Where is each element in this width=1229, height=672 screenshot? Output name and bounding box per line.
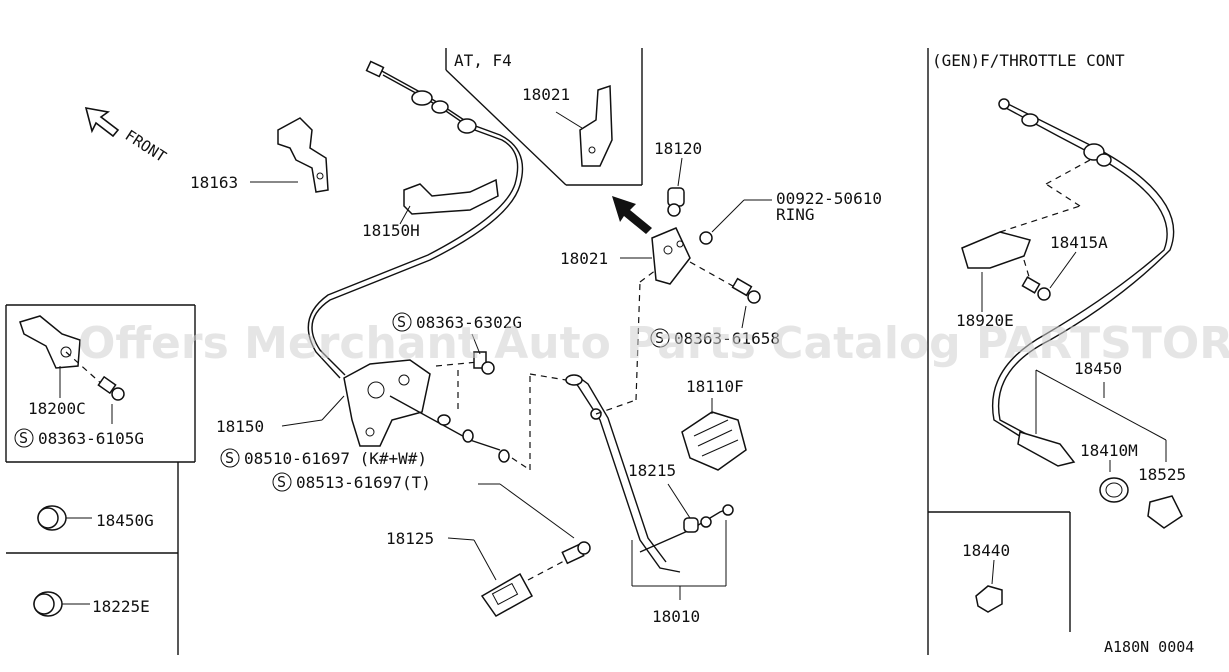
bracket-18021-inset xyxy=(579,84,613,167)
label-18215: 18215 xyxy=(628,461,676,480)
label-08363-6105g: S 08363-6105G xyxy=(14,428,144,448)
label-18440: 18440 xyxy=(962,541,1010,560)
label-18150: 18150 xyxy=(216,417,264,436)
nut-18410m xyxy=(1099,477,1129,503)
label-18225e: 18225E xyxy=(92,597,150,616)
bolt-08363-61658 xyxy=(689,261,761,304)
clip-18525 xyxy=(1147,495,1183,529)
bracket-18200c xyxy=(19,315,125,401)
label-at-f4: AT, F4 xyxy=(454,51,512,70)
label-18410m: 18410M xyxy=(1080,441,1138,460)
label-00922-50610: 00922-50610 xyxy=(776,189,882,208)
bracket-18163 xyxy=(277,117,329,193)
label-08513-61697-text: 08513-61697(T) xyxy=(296,473,431,492)
plug-18440 xyxy=(975,585,1003,613)
diagram-code: A180N 0004 xyxy=(1104,638,1194,656)
front-arrow-icon xyxy=(84,106,120,138)
pedal-pad-18110f xyxy=(681,411,747,471)
section-borders xyxy=(5,48,1071,655)
label-throttle-section: (GEN)F/THROTTLE CONT xyxy=(932,51,1125,70)
bolt-18415a xyxy=(1021,259,1051,301)
stopper-18125 xyxy=(480,541,591,617)
label-18415a: 18415A xyxy=(1050,233,1108,252)
label-18021: 18021 xyxy=(560,249,608,268)
s-mark: S xyxy=(19,429,28,447)
label-08510-61697-text: 08510-61697 (K#+W#) xyxy=(244,449,427,468)
spring-18120 xyxy=(667,187,685,217)
label-18525: 18525 xyxy=(1138,465,1186,484)
throttle-cable xyxy=(992,98,1175,467)
label-08363-6105g-text: 08363-6105G xyxy=(38,429,144,448)
bracket-18150h xyxy=(403,178,499,215)
s-mark: S xyxy=(225,449,234,467)
ring-00922 xyxy=(699,231,713,245)
watermark-text: Offers Merchant Auto Parts Catalog PARTS… xyxy=(78,318,1229,369)
label-08363-6302g: S 08363-6302G xyxy=(392,312,522,332)
label-18200c: 18200C xyxy=(28,399,86,418)
label-ring: RING xyxy=(776,205,815,224)
label-18450g: 18450G xyxy=(96,511,154,530)
s-mark: S xyxy=(655,329,664,347)
label-18110f: 18110F xyxy=(686,377,744,396)
label-18125: 18125 xyxy=(386,529,434,548)
grommet-18450g xyxy=(37,505,67,531)
front-label: FRONT xyxy=(122,126,170,166)
bracket-18920e xyxy=(961,231,1031,269)
label-18120: 18120 xyxy=(654,139,702,158)
label-08363-61658-text: 08363-61658 xyxy=(674,329,780,348)
label-08513-61697: S 08513-61697(T) xyxy=(272,472,431,492)
label-08363-6302g-text: 08363-6302G xyxy=(416,313,522,332)
pointer-arrow-icon xyxy=(612,196,652,234)
label-18150h: 18150H xyxy=(362,221,420,240)
s-mark: S xyxy=(277,473,286,491)
s-mark: S xyxy=(397,313,406,331)
spring-18215 xyxy=(683,516,712,533)
bracket-18021 xyxy=(651,227,691,285)
label-18010: 18010 xyxy=(652,607,700,626)
label-18021-inset: 18021 xyxy=(522,85,570,104)
label-18920e: 18920E xyxy=(956,311,1014,330)
label-08363-61658: S 08363-61658 xyxy=(650,328,780,348)
pedal-housing-18150 xyxy=(343,359,510,463)
label-18163: 18163 xyxy=(190,173,238,192)
grommet-18225e xyxy=(33,591,63,617)
label-08510-61697: S 08510-61697 (K#+W#) xyxy=(220,448,427,468)
bolt-08363-6302g xyxy=(435,351,495,375)
accelerator-cable xyxy=(307,60,524,379)
label-18450: 18450 xyxy=(1074,359,1122,378)
